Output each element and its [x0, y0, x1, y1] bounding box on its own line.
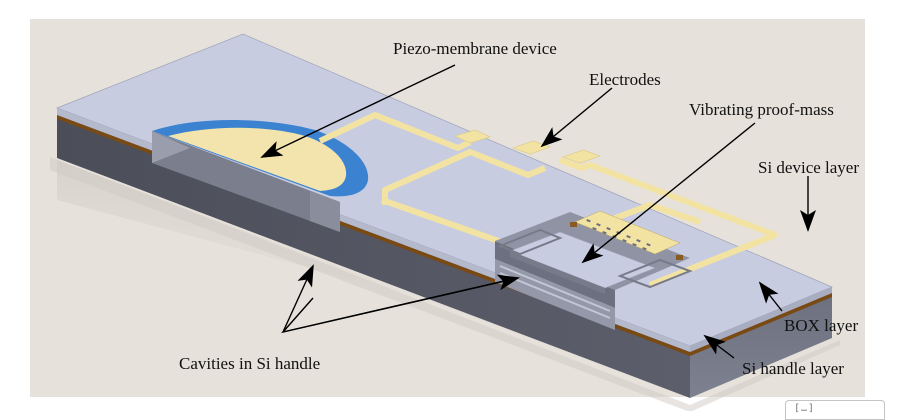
- arrow-proof-mass: [581, 122, 756, 264]
- cavity-left-inner: [152, 131, 190, 163]
- arrow-cavities-right: [282, 274, 520, 333]
- label-electrodes: Electrodes: [589, 70, 661, 89]
- cavity-floor-rail-1: [499, 265, 611, 312]
- label-si-handle-layer: Si handle layer: [742, 359, 844, 378]
- proof-mass-front: [510, 251, 605, 294]
- piezo-membrane: [168, 127, 347, 191]
- cavity-left-face: [152, 131, 340, 232]
- electrode-pad-1: [454, 129, 491, 144]
- cavity-left-wall: [310, 191, 340, 232]
- arrow-si-handle: [703, 334, 735, 359]
- spring-beam-left: [497, 228, 563, 256]
- slab-reflection: [57, 160, 865, 400]
- expand-widget[interactable]: […]: [785, 400, 885, 420]
- electrode-trace-2: [382, 149, 547, 205]
- comb-electrode: [574, 210, 681, 255]
- electrode-trace-4: [558, 157, 778, 288]
- label-si-device-layer: Si device layer: [758, 158, 860, 177]
- arrow-electrodes: [540, 87, 613, 148]
- spring-beam-right: [617, 258, 693, 289]
- label-cavities: Cavities in Si handle: [179, 354, 321, 373]
- annotation-arrows: [260, 64, 816, 359]
- anchor-pad-right: [676, 255, 683, 260]
- mems-device-diagram: [30, 19, 865, 411]
- anchor-pad-left: [570, 222, 577, 227]
- label-box-layer: BOX layer: [784, 316, 859, 335]
- si-handle-right-face: [690, 287, 832, 398]
- label-proof-mass: Vibrating proof-mass: [689, 100, 834, 119]
- arrow-cavities-left: [282, 264, 314, 333]
- arrow-piezo: [260, 64, 456, 158]
- label-piezo-membrane: Piezo-membrane device: [393, 39, 557, 58]
- expand-icon: […]: [794, 403, 816, 414]
- electrode-pad-3: [562, 149, 601, 164]
- electrode-trace-1: [318, 112, 472, 151]
- arrow-box: [758, 281, 783, 312]
